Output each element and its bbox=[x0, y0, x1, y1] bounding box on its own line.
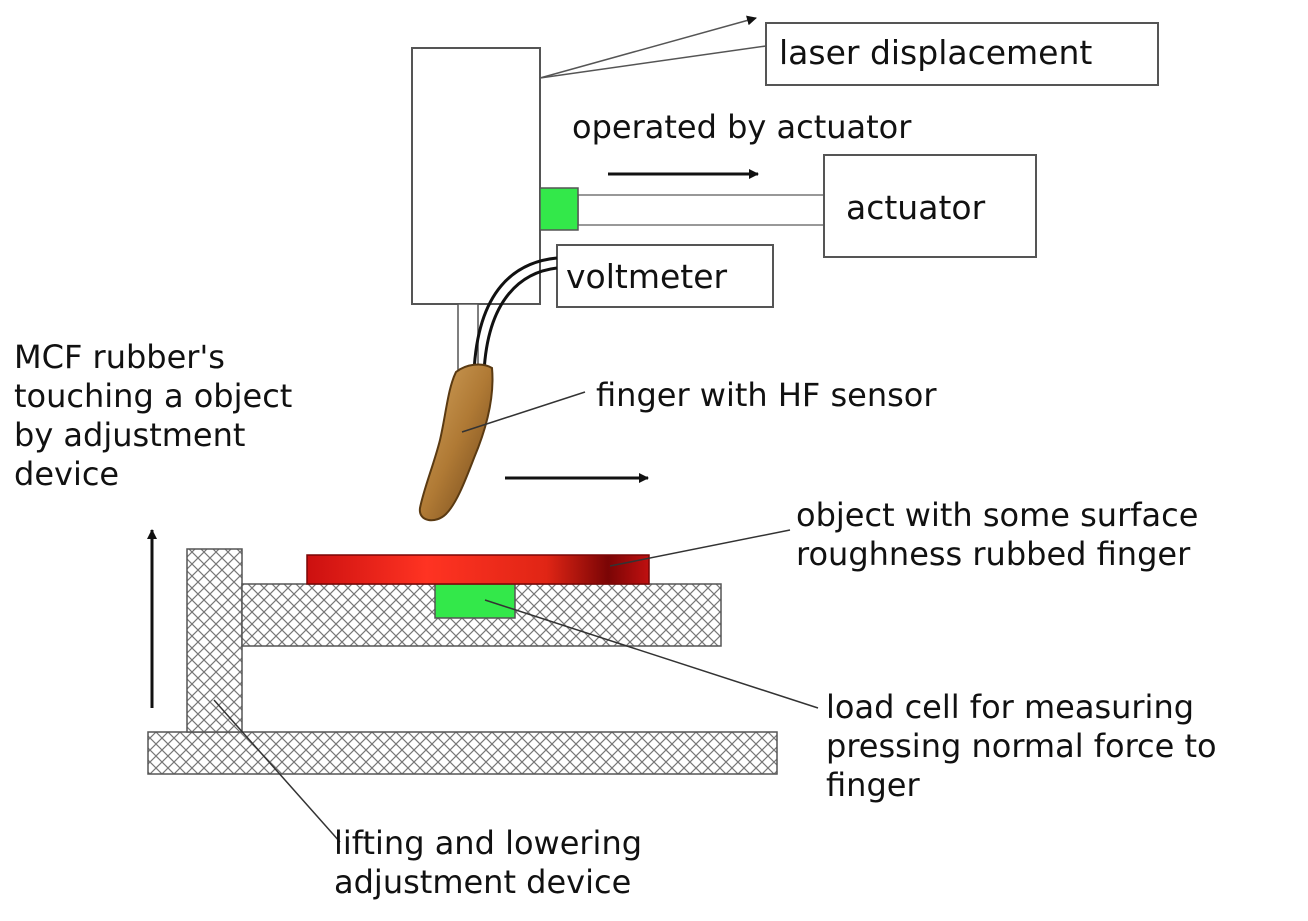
vertical-post bbox=[186, 548, 243, 733]
loadcell-line-2: pressing normal force to bbox=[826, 727, 1217, 765]
lifting-leader-line bbox=[213, 699, 341, 843]
load-cell-label: load cell for measuring pressing normal … bbox=[826, 688, 1217, 805]
actuator-label: actuator bbox=[846, 188, 986, 227]
load-cell bbox=[434, 583, 516, 619]
object-line-1: object with some surface bbox=[796, 496, 1199, 534]
lifting-line-1: lifting and lowering bbox=[334, 824, 643, 862]
object-line-2: roughness rubbed finger bbox=[796, 535, 1191, 573]
mcf-line-1: MCF rubber's bbox=[14, 338, 225, 376]
voltmeter-cable-outer bbox=[472, 256, 558, 373]
loadcell-line-3: finger bbox=[826, 766, 920, 804]
actuator-rod bbox=[577, 194, 825, 226]
loadcell-line-1: load cell for measuring bbox=[826, 688, 1195, 726]
rough-surface-object bbox=[306, 554, 650, 585]
actuator-box bbox=[823, 154, 1037, 258]
voltmeter-box bbox=[556, 244, 774, 308]
finger-leader-line bbox=[461, 391, 586, 433]
mcf-line-2: touching a object bbox=[14, 377, 293, 415]
operated-by-actuator-label: operated by actuator bbox=[572, 108, 912, 146]
base-plate bbox=[147, 731, 778, 775]
voltmeter-cable-inner bbox=[482, 266, 558, 373]
finger-sensor-label: finger with HF sensor bbox=[596, 376, 937, 414]
lifting-line-2: adjustment device bbox=[334, 863, 632, 901]
mcf-line-3: by adjustment bbox=[14, 416, 246, 454]
loadcell-leader-line bbox=[484, 599, 819, 709]
mcf-touching-label: MCF rubber's touching a object by adjust… bbox=[14, 338, 292, 494]
object-leader-line bbox=[609, 529, 791, 567]
laser-leader-line-2 bbox=[539, 45, 767, 79]
lifting-device-label: lifting and lowering adjustment device bbox=[334, 824, 642, 902]
laser-displacement-label: laser displacement bbox=[779, 33, 1093, 72]
coupling-block bbox=[539, 187, 579, 231]
laser-displacement-unit bbox=[411, 47, 541, 305]
finger-with-hf-sensor bbox=[418, 363, 494, 522]
laser-leader-line-1 bbox=[539, 15, 757, 79]
object-surface-label: object with some surface roughness rubbe… bbox=[796, 496, 1198, 574]
voltmeter-label: voltmeter bbox=[566, 257, 728, 296]
laser-label-box bbox=[765, 22, 1159, 86]
mcf-line-4: device bbox=[14, 455, 120, 493]
